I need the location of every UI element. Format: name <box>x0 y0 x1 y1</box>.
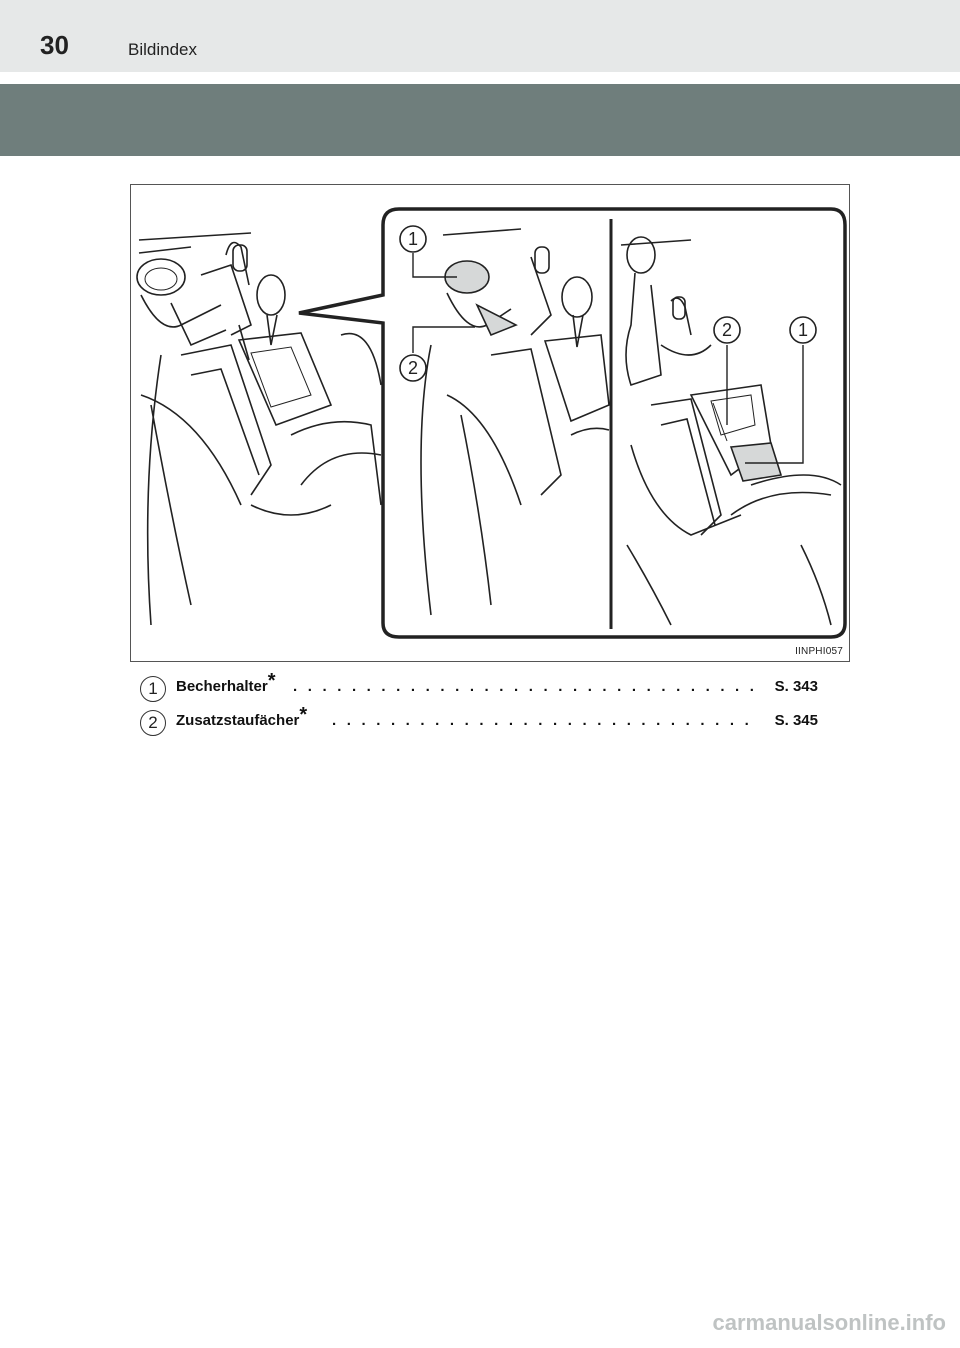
callout-number: 1 <box>408 229 418 249</box>
legend-label: Becherhalter* <box>176 670 276 695</box>
availability-marker: * <box>267 670 276 692</box>
overview-drawing <box>136 232 384 626</box>
leader-dots: . . . . . . . . . . . . . . . . . . . . … <box>293 678 753 695</box>
leader-dots: . . . . . . . . . . . . . . . . . . . . … <box>332 712 753 729</box>
watermark: carmanualsonline.info <box>712 1310 947 1335</box>
page-reference-link[interactable]: S. 345 <box>774 712 818 729</box>
page-number: 30 <box>40 30 69 60</box>
legend-number-badge: 1 <box>140 676 166 702</box>
callout-badge: 1 <box>399 225 427 253</box>
callout-number: 1 <box>798 320 808 340</box>
zoom-callout-frame <box>298 207 847 639</box>
section-title: Bildindex <box>128 40 197 59</box>
page-reference-link[interactable]: S. 343 <box>774 678 818 695</box>
legend-label: Zusatzstaufächer* <box>176 704 308 729</box>
legend-item: 2 Zusatzstaufächer* . . . . . . . . . . … <box>138 704 818 740</box>
callout-number: 2 <box>722 320 732 340</box>
legend-item: 1 Becherhalter* . . . . . . . . . . . . … <box>138 670 818 706</box>
header-bar: 30 Bildindex <box>0 0 960 72</box>
callout-badge: 2 <box>399 354 427 382</box>
callout-leaders <box>412 253 804 464</box>
automatic-console-detail <box>420 228 610 616</box>
illustration-frame: 1 2 2 1 IINPHI057 <box>130 184 850 662</box>
legend-number-badge: 2 <box>140 710 166 736</box>
center-console-illustration: 1 2 2 1 <box>136 207 847 639</box>
section-band <box>0 84 960 156</box>
callout-number: 2 <box>408 358 418 378</box>
legend-list: 1 Becherhalter* . . . . . . . . . . . . … <box>138 670 818 740</box>
callout-badge: 2 <box>713 316 741 344</box>
availability-marker: * <box>299 704 308 726</box>
figure-code: IINPHI057 <box>795 646 843 657</box>
manual-console-detail <box>620 236 842 626</box>
callout-badge: 1 <box>789 316 817 344</box>
